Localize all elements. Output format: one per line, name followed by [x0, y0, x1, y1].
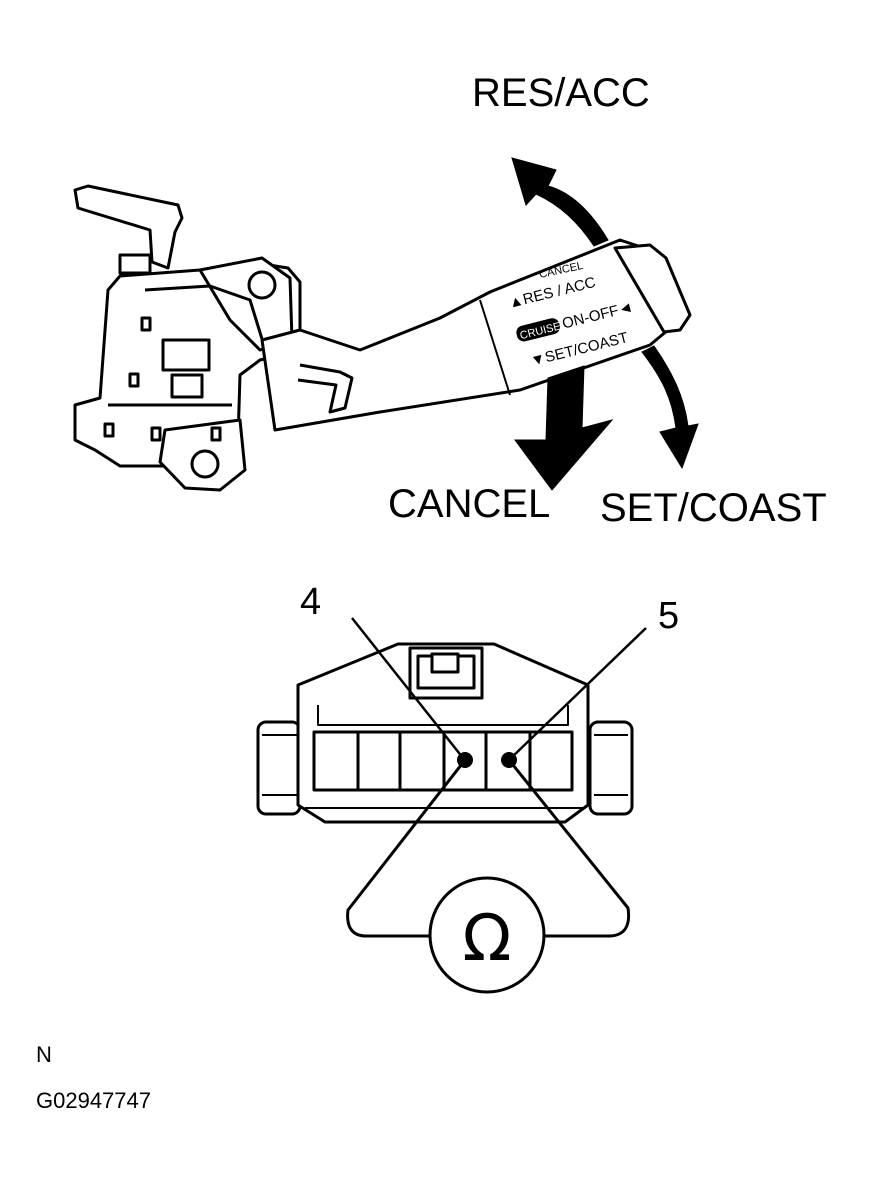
- motion-arrows: [511, 157, 699, 491]
- cruise-control-lever-switch: [73, 184, 692, 492]
- right-latch: [588, 720, 634, 816]
- lever-mounting-arm: [73, 184, 184, 270]
- set-coast-arrow: [641, 345, 699, 470]
- switch-connector: [256, 642, 634, 824]
- res-acc-arrow: [511, 157, 609, 247]
- ohmmeter-icon: [428, 876, 546, 994]
- figure-id: G02947747: [36, 1088, 151, 1113]
- res-acc-label: RES/ACC: [472, 71, 650, 115]
- pin-5-leader: [510, 627, 647, 759]
- pin-5-label: 5: [658, 595, 679, 637]
- pin-4-label: 4: [300, 581, 321, 623]
- cruise-badge: [516, 318, 560, 342]
- pin-4-leader: [351, 617, 464, 759]
- bottom-ear-hole: [190, 449, 220, 479]
- right-ear-hole: [247, 270, 277, 300]
- ohm-symbol: Ω: [463, 902, 512, 976]
- cancel-arrow: [514, 365, 614, 491]
- lever-knob-end: [613, 243, 692, 334]
- set-coast-label: SET/COAST: [600, 486, 827, 530]
- corner-letter: N: [36, 1042, 52, 1067]
- body-window: [161, 338, 211, 372]
- ohmmeter-lead-right: [507, 759, 631, 938]
- cancel-label: CANCEL: [388, 482, 550, 526]
- ohmmeter-lead-left: [346, 759, 467, 938]
- ohmmeter-leads: [346, 759, 631, 938]
- body-window: [170, 373, 204, 399]
- lever-screw: [118, 253, 152, 275]
